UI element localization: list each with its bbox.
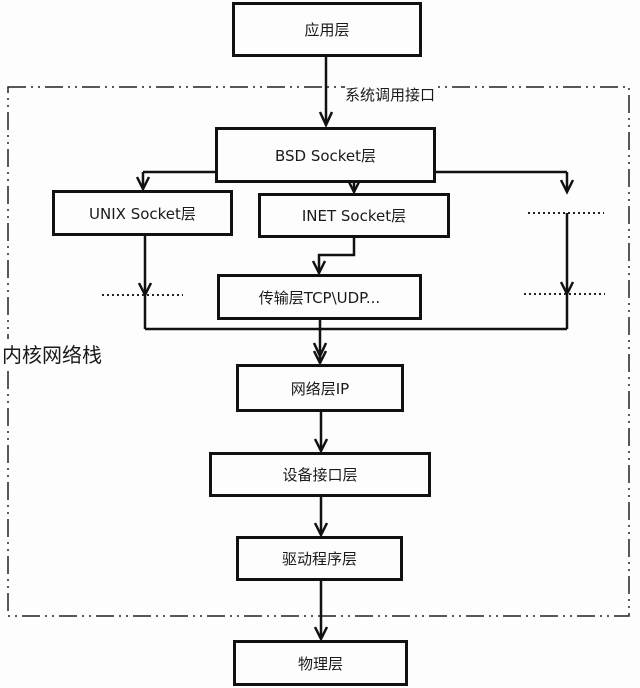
arrow-head [559,281,575,297]
arrow-head [559,179,575,195]
node-label: 驱动程序层 [281,550,357,568]
node-label: BSD Socket层 [274,146,377,165]
arrow-head [318,111,334,128]
node-application-layer: 应用层 [232,2,422,57]
arrow-head [313,626,329,642]
kernel-stack-label: 内核网络栈 [2,339,102,368]
arrow-head [312,342,328,359]
node-unix-socket: UNIX Socket层 [52,190,233,236]
node-label: 设备接口层 [282,466,358,484]
node-label: UNIX Socket层 [89,204,196,223]
node-bsd-socket: BSD Socket层 [215,127,436,183]
edge-inet-transport [317,238,356,273]
node-label: INET Socket层 [301,207,407,225]
node-label: 传输层TCP\UDP... [258,288,381,307]
node-device-interface: 设备接口层 [209,452,431,497]
arrow-head [137,282,153,298]
node-label: 应用层 [304,21,350,39]
arrow-head [313,438,329,454]
node-driver-layer: 驱动程序层 [236,536,403,581]
node-physical-layer: 物理层 [233,640,408,686]
arrow-head [313,522,329,538]
node-label: 网络层IP [290,379,350,398]
arrow-head [312,350,328,366]
syscall-interface-label: 系统调用接口 [345,84,436,105]
arrow-head [346,179,362,195]
node-inet-socket: INET Socket层 [258,193,450,238]
node-transport-layer: 传输层TCP\UDP... [217,274,422,320]
node-label: 物理层 [297,654,343,673]
node-network-layer: 网络层IP [236,364,404,412]
arrow-head [311,260,327,276]
arrow-head [135,176,151,192]
